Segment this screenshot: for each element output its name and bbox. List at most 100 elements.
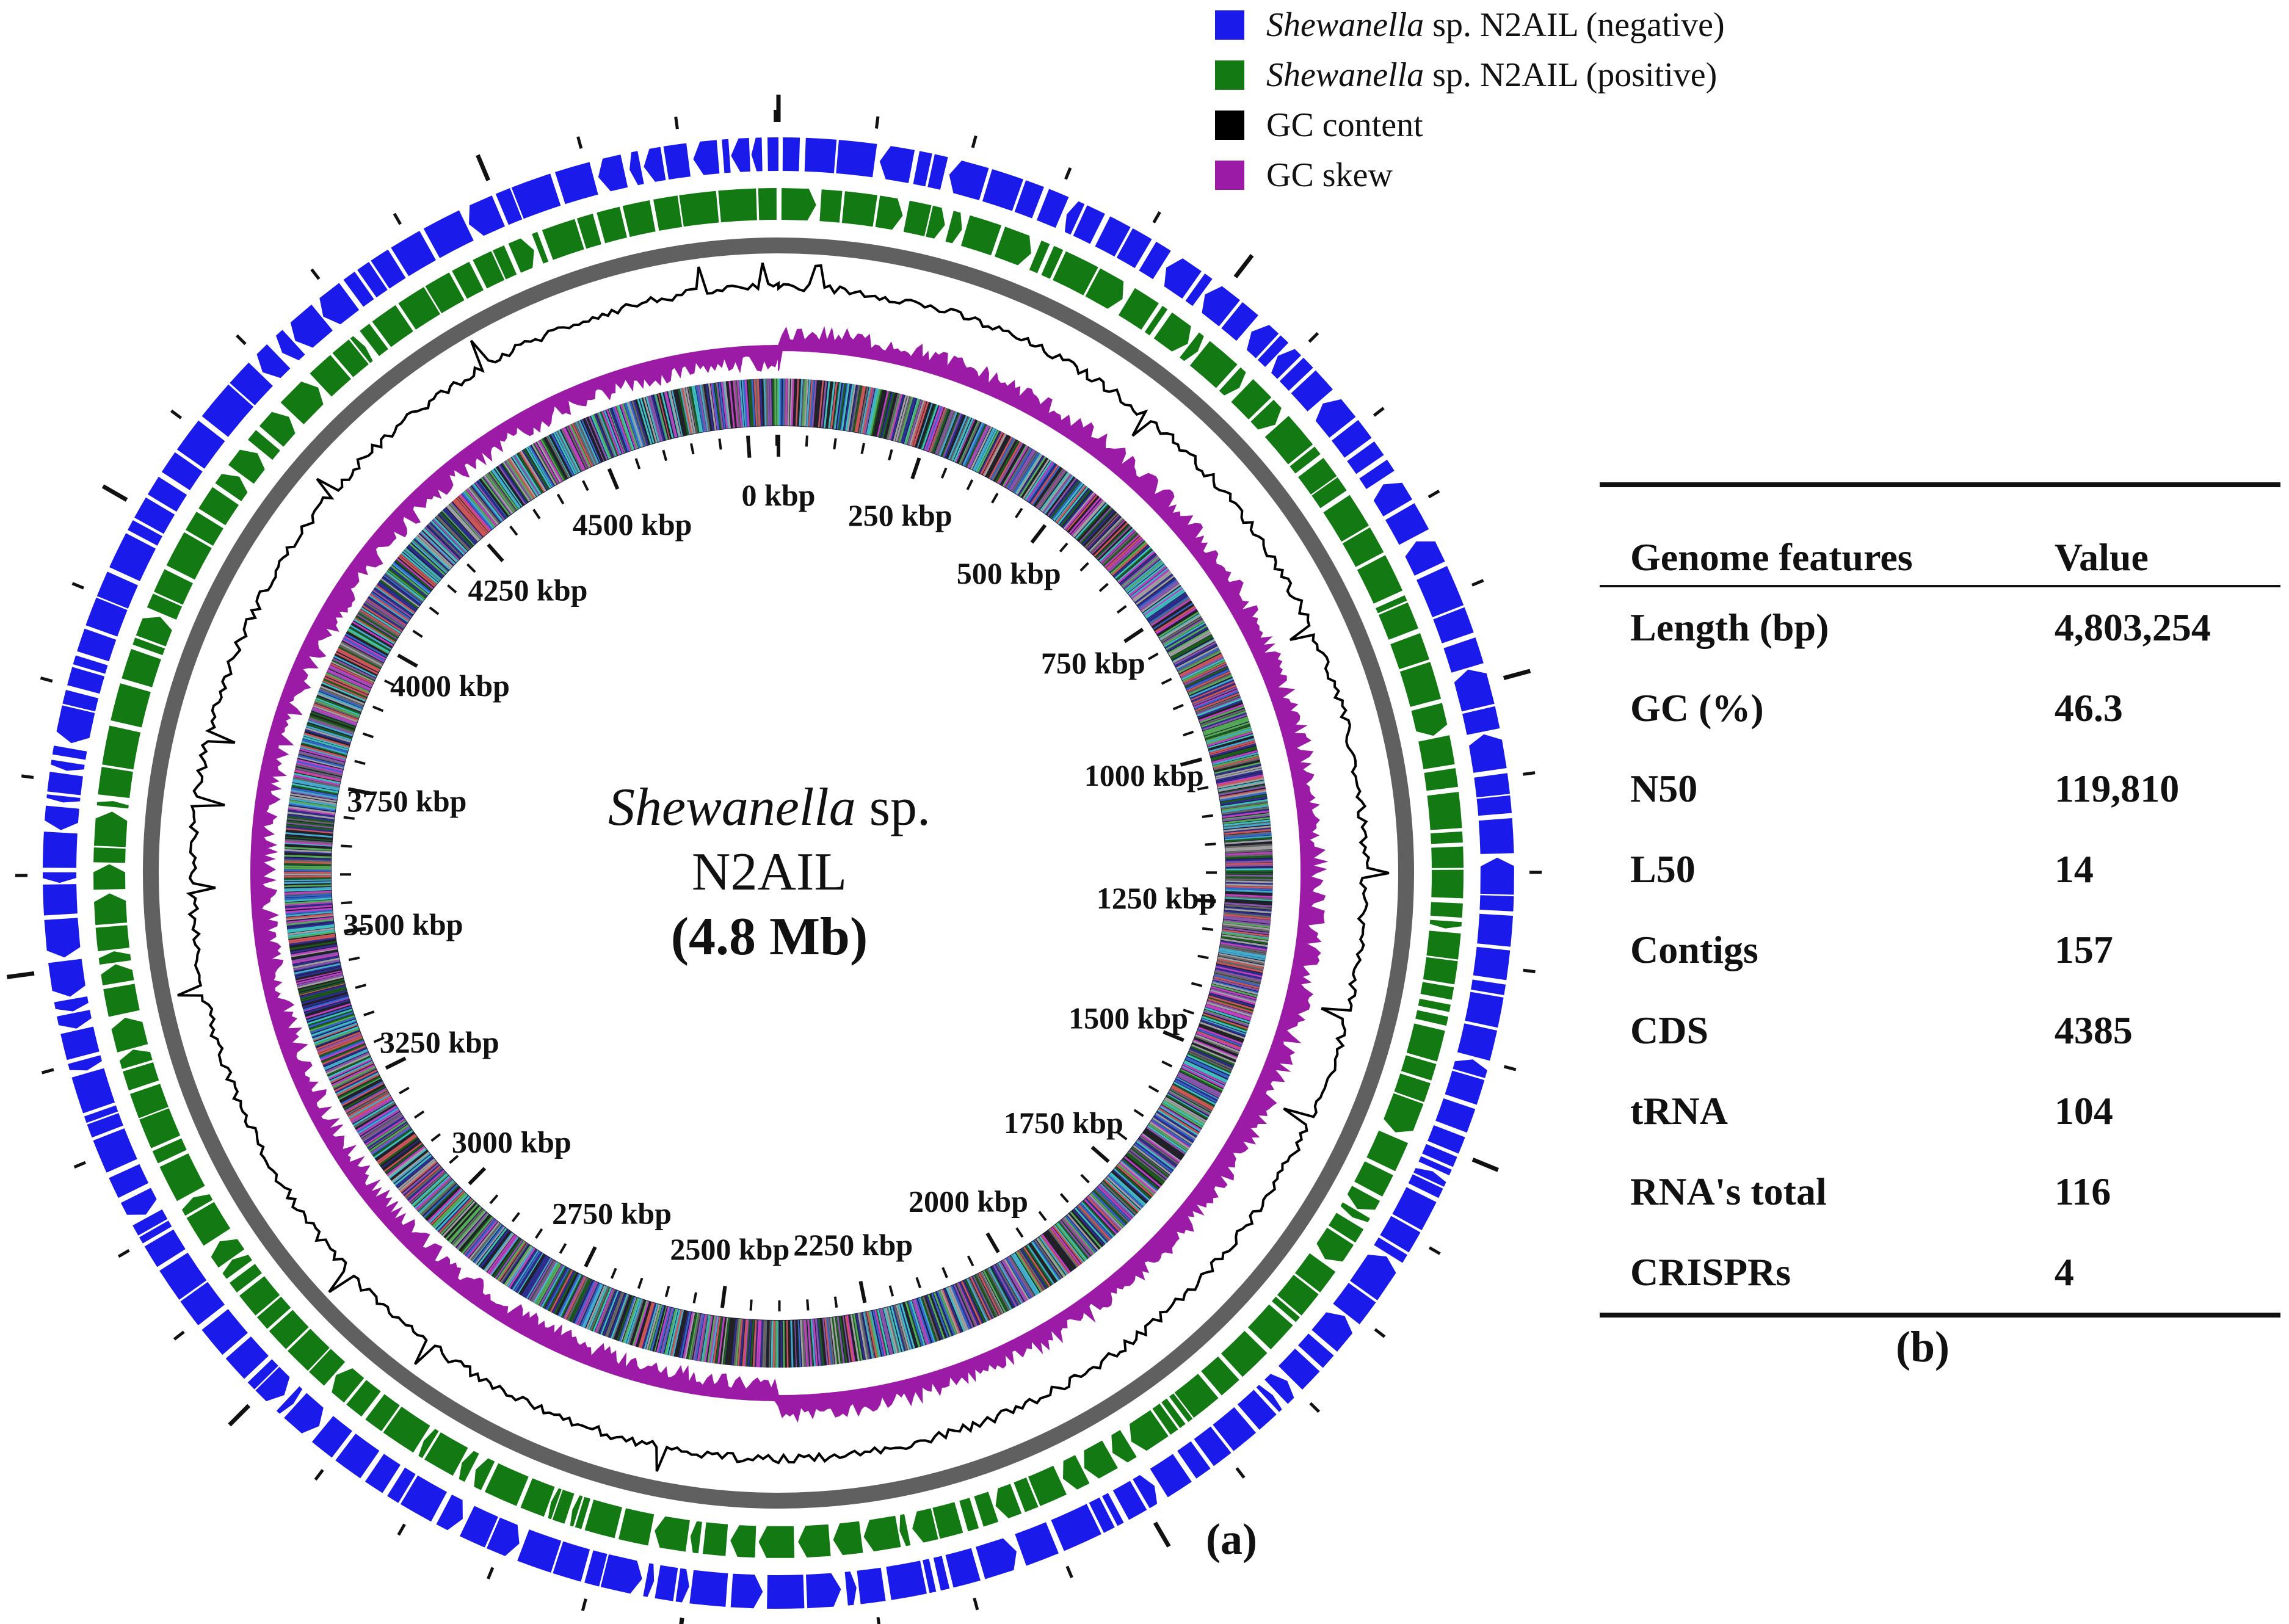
cog-feature-ring xyxy=(283,378,1274,1368)
positive-strand-gene xyxy=(132,637,165,656)
negative-strand-gene xyxy=(1453,1059,1487,1078)
cog-feature xyxy=(409,543,446,576)
cog-feature xyxy=(305,728,350,745)
cog-feature xyxy=(304,730,350,745)
inner-tick xyxy=(1098,582,1109,592)
cog-feature xyxy=(1107,537,1144,571)
positive-strand-gene xyxy=(798,1524,831,1557)
cog-feature xyxy=(733,380,739,428)
inner-tick xyxy=(397,653,418,668)
cog-feature xyxy=(286,817,334,825)
cog-feature xyxy=(287,925,335,933)
cog-feature xyxy=(286,827,333,834)
cog-feature xyxy=(1154,1114,1195,1141)
cog-feature xyxy=(831,1317,840,1365)
cog-feature xyxy=(809,379,815,427)
cog-feature xyxy=(854,385,865,433)
positive-strand-gene xyxy=(1085,268,1124,309)
cog-feature xyxy=(468,1222,500,1260)
positive-strand-gene xyxy=(702,1522,728,1556)
cog-feature xyxy=(1212,981,1258,995)
cog-feature xyxy=(756,379,761,426)
cog-feature xyxy=(1224,835,1272,841)
negative-strand-gene xyxy=(60,1026,100,1060)
cog-feature xyxy=(494,467,523,507)
cog-feature xyxy=(1023,1246,1051,1288)
positive-strand-gene xyxy=(1231,379,1272,419)
cog-feature xyxy=(368,595,409,623)
cog-feature xyxy=(1122,556,1159,588)
cog-feature xyxy=(1163,1100,1205,1125)
outer-tick xyxy=(1503,1065,1517,1071)
cog-feature xyxy=(1224,917,1271,924)
cog-feature xyxy=(917,1297,934,1343)
cog-feature xyxy=(290,793,337,803)
negative-strand-gene xyxy=(147,476,187,512)
inner-tick xyxy=(1202,814,1214,818)
cog-feature xyxy=(540,1265,565,1308)
cog-feature xyxy=(435,515,470,551)
cog-feature xyxy=(288,929,335,938)
cog-feature xyxy=(987,435,1010,478)
cog-feature xyxy=(1194,1035,1239,1055)
cog-feature xyxy=(956,419,977,463)
cog-feature xyxy=(968,425,990,469)
outer-tick xyxy=(971,135,978,148)
negative-strand-gene xyxy=(1374,1237,1407,1263)
negative-strand-gene xyxy=(1476,795,1512,816)
cog-feature xyxy=(415,1176,451,1211)
cog-feature xyxy=(285,911,333,917)
cog-feature xyxy=(1125,1155,1163,1186)
cog-feature xyxy=(286,922,334,930)
inner-tick xyxy=(412,629,423,638)
cog-feature xyxy=(388,568,427,599)
cog-feature xyxy=(287,814,335,822)
negative-strand-gene xyxy=(1417,566,1464,618)
cog-feature xyxy=(715,1316,723,1364)
cog-feature xyxy=(585,417,606,462)
cog-feature xyxy=(1222,807,1269,815)
cog-feature xyxy=(1216,769,1263,781)
cog-feature xyxy=(546,1267,570,1311)
inner-tick xyxy=(373,1036,385,1043)
cog-feature xyxy=(324,676,368,697)
cog-feature xyxy=(974,1274,997,1318)
cog-feature xyxy=(427,523,463,558)
cog-feature xyxy=(1129,565,1167,596)
cog-feature xyxy=(449,1206,482,1244)
cog-feature xyxy=(975,429,998,472)
cog-feature xyxy=(687,1313,698,1360)
cog-feature xyxy=(1192,684,1236,705)
cog-feature xyxy=(1194,690,1239,709)
cog-feature xyxy=(354,1102,396,1128)
cog-feature xyxy=(1192,1042,1236,1062)
cog-feature xyxy=(361,1113,402,1140)
cog-feature xyxy=(296,762,343,775)
cog-feature xyxy=(466,488,497,527)
inner-tick xyxy=(910,457,921,480)
positive-strand-gene xyxy=(1316,1227,1354,1262)
cog-feature xyxy=(1222,810,1269,818)
cog-feature xyxy=(1151,1119,1192,1147)
cog-feature xyxy=(752,1320,757,1368)
cog-feature xyxy=(396,557,434,589)
cog-feature xyxy=(1191,1045,1235,1066)
inner-tick xyxy=(362,732,374,739)
cog-feature xyxy=(1095,1187,1131,1222)
cog-feature xyxy=(985,1269,1009,1312)
negative-strand-gene xyxy=(1116,228,1152,269)
cog-feature xyxy=(1016,454,1043,495)
cog-feature xyxy=(767,1320,770,1368)
cog-feature xyxy=(838,383,846,430)
cog-feature xyxy=(1126,1152,1165,1184)
cog-feature xyxy=(1153,604,1195,631)
positive-strand-gene xyxy=(1189,341,1238,388)
cog-feature xyxy=(284,891,332,896)
positive-strand-gene xyxy=(280,382,324,424)
cog-feature xyxy=(370,1126,410,1155)
cog-feature xyxy=(875,1309,888,1356)
positive-strand-gene xyxy=(123,1062,159,1091)
cog-feature xyxy=(669,390,681,437)
inner-tick xyxy=(966,479,974,490)
